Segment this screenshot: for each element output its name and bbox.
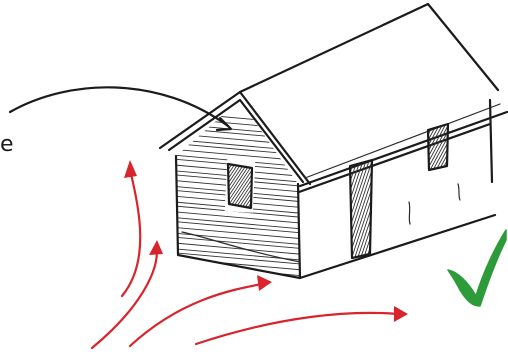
callout-arrow xyxy=(10,87,228,126)
door-hatch-line xyxy=(381,155,416,260)
side-wall-top xyxy=(299,124,490,192)
door-hatch-line xyxy=(309,155,344,260)
door-hatch-line xyxy=(285,155,320,260)
callout-text: e xyxy=(0,132,14,157)
wall-detail-1 xyxy=(409,202,410,224)
door-hatch-line xyxy=(303,155,338,260)
siding-line xyxy=(170,112,305,124)
window-hatch-line xyxy=(417,120,445,172)
wind-arrow-4 xyxy=(196,313,398,344)
side-wall-corner-right xyxy=(490,100,492,182)
siding-line xyxy=(170,243,305,255)
door-hatch-line xyxy=(369,155,404,260)
side-wall-bottom xyxy=(300,215,495,278)
wind-arrowhead-4 xyxy=(394,306,408,322)
wind-arrowhead-1 xyxy=(124,160,137,178)
wall-detail-2 xyxy=(458,184,460,200)
door-hatch-line xyxy=(300,155,335,260)
wind-arrow-1 xyxy=(122,170,140,296)
wind-arrowhead-3 xyxy=(257,275,272,291)
siding-line xyxy=(170,258,305,270)
siding-line xyxy=(170,211,305,223)
side-window xyxy=(384,120,481,172)
siding-line xyxy=(170,227,305,239)
house-sketch xyxy=(160,4,507,296)
wind-arrowhead-2 xyxy=(149,240,163,255)
door-hatch-line xyxy=(297,155,332,260)
roof-ridge xyxy=(240,4,498,92)
window-hatch-line xyxy=(393,120,421,172)
checkmark-icon xyxy=(448,230,506,306)
side-door xyxy=(285,155,419,260)
window-hatch-line xyxy=(180,155,220,215)
roof-eave-long xyxy=(300,112,507,186)
wind-arrow-3 xyxy=(130,284,262,346)
roof-eave-inner xyxy=(305,104,500,178)
